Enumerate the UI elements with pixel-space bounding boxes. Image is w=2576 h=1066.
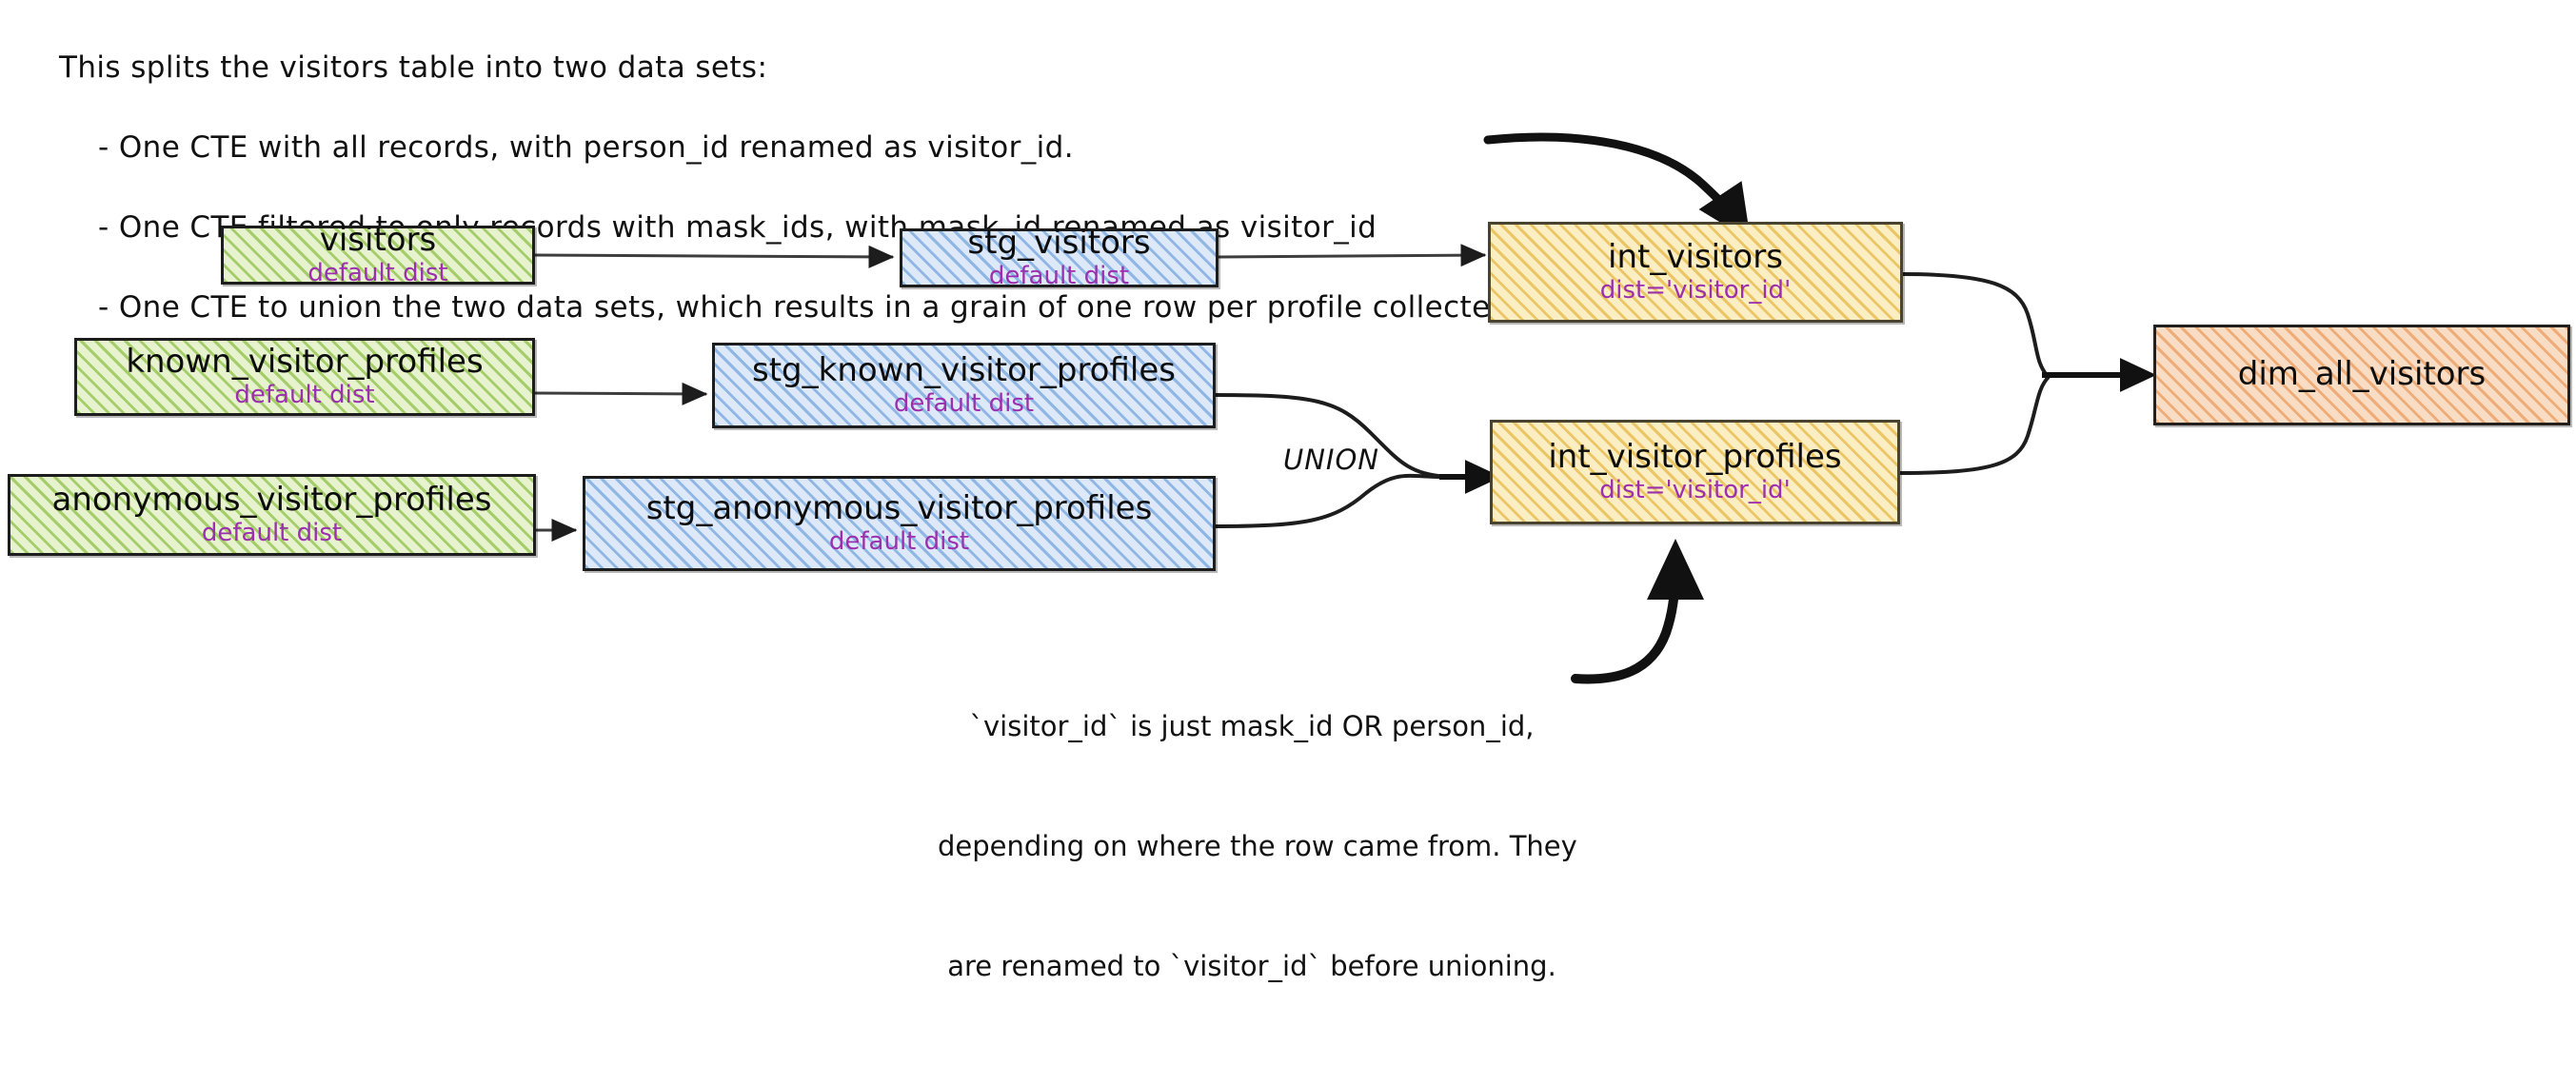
header-note-line-4: - One CTE to union the two data sets, wh… <box>59 290 1519 325</box>
node-int-visitor-profiles-dist: dist='visitor_id' <box>1599 476 1791 505</box>
bottom-annotation: `visitor_id` is just mask_id OR person_i… <box>938 626 1577 1066</box>
bottom-annotation-line-1: `visitor_id` is just mask_id OR person_i… <box>969 710 1535 742</box>
node-dim-all-visitors-title: dim_all_visitors <box>2237 355 2487 394</box>
node-dim-all-visitors[interactable]: dim_all_visitors <box>2153 325 2570 425</box>
node-known-visitor-profiles[interactable]: known_visitor_profiles default dist <box>74 338 535 416</box>
node-stg-known-visitor-profiles-title: stg_known_visitor_profiles <box>752 350 1176 389</box>
node-known-visitor-profiles-title: known_visitor_profiles <box>126 342 484 381</box>
edge-annotation-to-int-visitor-profiles <box>1571 538 1704 684</box>
bottom-annotation-line-3: are renamed to `visitor_id` before union… <box>947 950 1556 982</box>
node-int-visitors-title: int_visitors <box>1608 237 1783 276</box>
node-known-visitor-profiles-dist: default dist <box>234 381 375 410</box>
node-stg-visitors-dist: default dist <box>988 262 1130 291</box>
node-visitors-dist: default dist <box>307 259 448 288</box>
node-stg-anonymous-visitor-profiles[interactable]: stg_anonymous_visitor_profiles default d… <box>583 476 1216 571</box>
edge-note-to-int-visitors <box>1483 132 1751 241</box>
node-stg-anonymous-visitor-profiles-title: stg_anonymous_visitor_profiles <box>645 488 1153 527</box>
node-anonymous-visitor-profiles-dist: default dist <box>201 519 343 548</box>
node-int-visitors[interactable]: int_visitors dist='visitor_id' <box>1488 222 1903 323</box>
header-note: This splits the visitors table into two … <box>59 10 1519 365</box>
edge-stg-anonymous-to-union <box>1210 473 1448 528</box>
header-note-line-2: - One CTE with all records, with person_… <box>59 130 1074 165</box>
bottom-annotation-line-2: depending on where the row came from. Th… <box>938 830 1577 862</box>
node-stg-visitors-title: stg_visitors <box>967 223 1151 262</box>
node-stg-known-visitor-profiles-dist: default dist <box>893 389 1035 419</box>
node-visitors[interactable]: visitors default dist <box>221 220 535 288</box>
node-stg-known-visitor-profiles[interactable]: stg_known_visitor_profiles default dist <box>712 343 1216 428</box>
diagram-canvas: This splits the visitors table into two … <box>8 10 2570 982</box>
header-note-line-1: This splits the visitors table into two … <box>59 50 768 85</box>
node-stg-visitors[interactable]: stg_visitors default dist <box>900 223 1219 291</box>
node-visitors-title: visitors <box>319 220 437 259</box>
node-stg-anonymous-visitor-profiles-dist: default dist <box>828 527 970 557</box>
edge-label-union: UNION <box>1283 444 1379 476</box>
node-int-visitors-dist: dist='visitor_id' <box>1599 276 1792 306</box>
node-int-visitor-profiles[interactable]: int_visitor_profiles dist='visitor_id' <box>1490 420 1900 524</box>
node-int-visitor-profiles-title: int_visitor_profiles <box>1548 437 1842 476</box>
node-anonymous-visitor-profiles-title: anonymous_visitor_profiles <box>51 480 492 519</box>
edge-int-visitor-profiles-to-dim <box>1899 375 2051 475</box>
edge-int-visitors-to-dim <box>1902 272 2049 377</box>
node-anonymous-visitor-profiles[interactable]: anonymous_visitor_profiles default dist <box>8 474 536 556</box>
edge-known-to-stg-known <box>534 382 708 405</box>
